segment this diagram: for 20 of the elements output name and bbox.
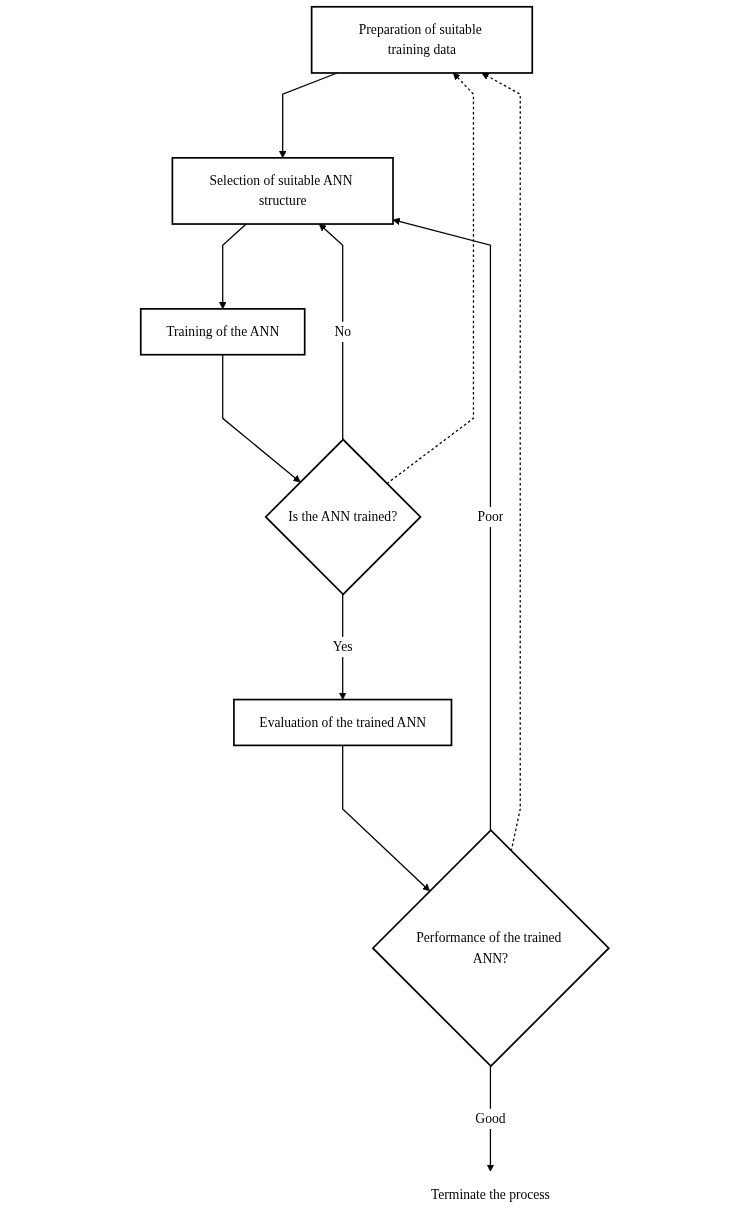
edge-label: Poor xyxy=(477,509,503,524)
arrow xyxy=(392,217,491,831)
node-box: Preparation of suitable training data xyxy=(310,5,533,74)
arrow xyxy=(278,72,338,159)
arrow xyxy=(218,223,247,310)
node-diamond: Is the ANN trained? xyxy=(264,438,422,596)
node-text: Terminate the process xyxy=(430,1186,550,1202)
node-box: Evaluation of the trained ANN xyxy=(232,698,453,747)
edge-label: Yes xyxy=(332,639,353,654)
edge-label: No xyxy=(334,324,351,339)
arrow xyxy=(221,354,301,483)
arrow xyxy=(385,72,474,485)
node-box: Training of the ANN xyxy=(139,308,306,356)
edge-label: Good xyxy=(475,1111,506,1126)
node-box: Selection of suitable ANN structure xyxy=(171,157,394,225)
arrow xyxy=(341,744,430,892)
arrow xyxy=(481,72,521,852)
node-diamond: Performance of the trained ANN? xyxy=(371,829,610,1068)
arrow xyxy=(318,223,344,441)
arrow xyxy=(338,593,347,700)
